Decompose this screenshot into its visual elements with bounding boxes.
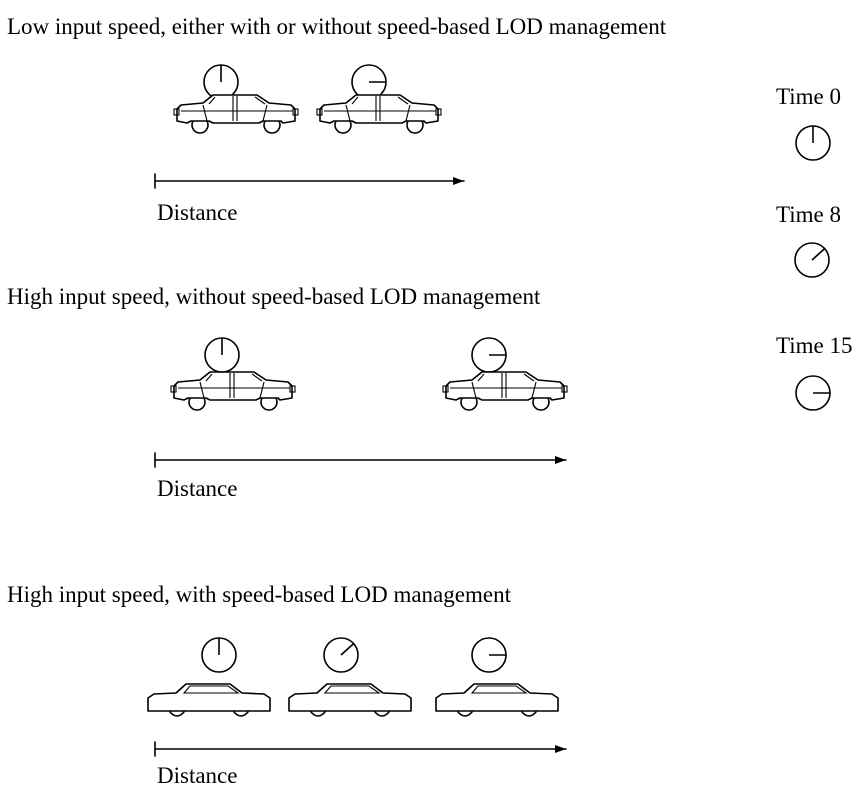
car-frame-time-0 xyxy=(173,64,299,134)
panel-heading: High input speed, with speed-based LOD m… xyxy=(7,582,512,607)
distance-label: Distance xyxy=(157,763,237,788)
car-frame-time-15 xyxy=(435,637,559,717)
clock-icon xyxy=(351,64,387,100)
distance-label: Distance xyxy=(157,476,237,501)
clock-icon xyxy=(204,337,240,373)
simplified-car xyxy=(435,683,559,717)
clock-hand xyxy=(811,248,826,261)
panel-heading: High input speed, without speed-based LO… xyxy=(7,284,541,309)
distance-arrow xyxy=(154,741,567,757)
distance-label: Distance xyxy=(157,200,237,225)
panel-high-speed-no-lod: High input speed, without speed-based LO… xyxy=(7,284,568,501)
clock-icon xyxy=(203,64,239,100)
legend-label-time-0: Time 0 xyxy=(776,84,841,109)
distance-arrow xyxy=(154,173,465,189)
clock-icon xyxy=(794,242,830,278)
simplified-car xyxy=(147,683,271,717)
panel-low-speed: Low input speed, either with or without … xyxy=(7,14,667,225)
detailed-car xyxy=(170,371,296,411)
detailed-car xyxy=(316,94,442,134)
legend-label-time-8: Time 8 xyxy=(776,202,841,227)
clock-icon xyxy=(323,637,359,673)
clock-icon xyxy=(201,637,237,673)
clock-hand xyxy=(340,643,355,656)
car-frame-time-15 xyxy=(442,337,568,411)
detailed-car xyxy=(442,371,568,411)
legend-label-time-15: Time 15 xyxy=(776,333,852,358)
car-frame-time-0 xyxy=(147,637,271,717)
car-frame-time-8 xyxy=(288,637,412,717)
panel-heading: Low input speed, either with or without … xyxy=(7,14,667,39)
panel-high-speed-with-lod: High input speed, with speed-based LOD m… xyxy=(7,582,567,788)
clock-icon xyxy=(795,125,831,161)
clock-icon xyxy=(471,637,507,673)
clock-icon xyxy=(795,375,831,411)
car-frame-time-0 xyxy=(170,337,296,411)
distance-arrow xyxy=(154,452,567,468)
clock-icon xyxy=(471,337,507,373)
time-legend: Time 0 Time 8 Time 15 xyxy=(776,84,852,411)
detailed-car xyxy=(173,94,299,134)
car-frame-time-15 xyxy=(316,64,442,134)
simplified-car xyxy=(288,683,412,717)
